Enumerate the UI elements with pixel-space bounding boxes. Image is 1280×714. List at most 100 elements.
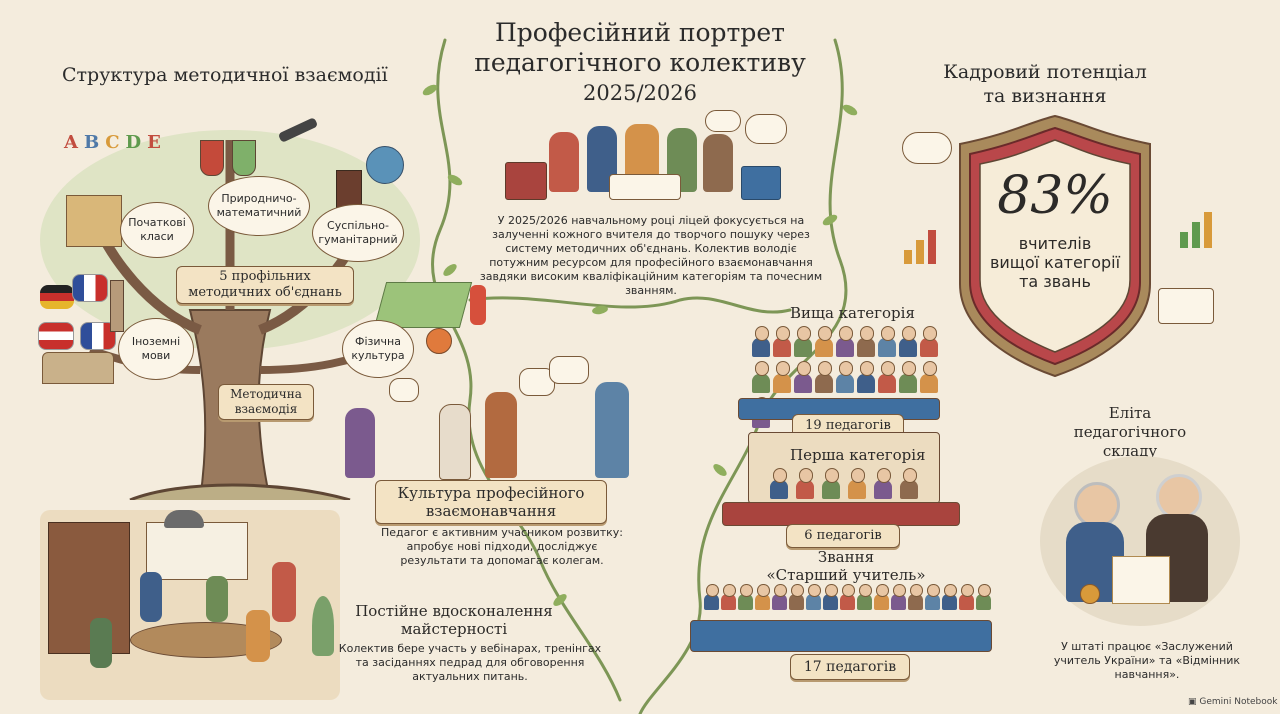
teacher-figure-icon	[857, 326, 875, 358]
female-teacher-avatar	[1074, 482, 1120, 528]
certificate-icon	[1112, 556, 1170, 604]
teacher-head	[901, 326, 917, 341]
teacher-head	[880, 326, 896, 341]
teacher-figure-icon-3	[272, 562, 296, 622]
book-stack-icon-2	[741, 166, 781, 200]
teacher-head	[808, 584, 821, 597]
teacher-figure-icon	[823, 584, 838, 611]
teacher-head	[791, 584, 804, 597]
teacher-figure-icon	[752, 361, 770, 393]
teacher-figure-icon	[755, 584, 770, 611]
teacher-figure-icon	[794, 326, 812, 358]
branch-label-line1: Суспільно-	[327, 219, 389, 232]
shield-label-line3: та звань	[1019, 272, 1091, 291]
teacher-head	[757, 584, 770, 597]
teacher-head	[754, 326, 770, 341]
teacher-body	[836, 373, 854, 393]
notebook-icon: ▣	[1188, 697, 1197, 707]
category-senior-count: 17 педагогів	[790, 654, 910, 680]
branch-label-line1: Початкові	[128, 216, 186, 229]
category-first-people	[770, 468, 918, 500]
teacher-figure-icon	[857, 584, 872, 611]
branch-label-line2: математичний	[216, 206, 302, 219]
teacher-body	[704, 594, 719, 610]
teacher-head	[740, 584, 753, 597]
branch-label-line1: Іноземні	[131, 335, 181, 348]
ball-icon	[426, 328, 452, 354]
category-highest-people	[752, 326, 948, 428]
branch-label-line2: культура	[351, 349, 405, 362]
teacher-figure-icon	[848, 468, 866, 500]
teacher-figure-icon	[140, 572, 162, 622]
teacher-body	[891, 594, 906, 610]
open-book-icon	[609, 174, 681, 200]
improvement-title-line2: майстерності	[400, 620, 508, 638]
teacher-figure-icon	[836, 361, 854, 393]
teacher-body	[857, 594, 872, 610]
category-first-title: Перша категорія	[790, 446, 926, 464]
teacher-head	[961, 584, 974, 597]
teacher-body	[773, 338, 791, 358]
branch-social-humanities: Суспільно-гуманітарний	[312, 204, 404, 262]
elite-paragraph: У штаті працює «Заслужений учитель Украї…	[1053, 640, 1241, 681]
teacher-body	[959, 594, 974, 610]
teacher-body	[815, 338, 833, 358]
teacher-figure-icon	[796, 468, 814, 500]
teacher-body	[857, 373, 875, 393]
teachers-group-illustration	[505, 110, 787, 202]
title-year: 2025/2026	[583, 81, 697, 105]
book-stack-icon	[505, 162, 547, 200]
shield-label-line2: вищої категорії	[989, 253, 1121, 272]
teacher-head	[825, 584, 838, 597]
teacher-figure-icon	[770, 468, 788, 500]
teacher-figure-icon	[891, 584, 906, 611]
teacher-figure-icon	[806, 584, 821, 611]
teacher-body	[920, 338, 938, 358]
title-line-2: педагогічного колективу	[474, 48, 806, 77]
teacher-head	[706, 584, 719, 597]
peer-learning-illustration	[335, 356, 655, 480]
teacher-body	[900, 480, 918, 500]
medal-icon	[1080, 584, 1100, 604]
runner-icon	[470, 285, 486, 325]
teacher-body	[878, 373, 896, 393]
watermark-text: Gemini Notebook	[1199, 697, 1278, 707]
teacher-figure-icon-2	[206, 576, 228, 622]
teacher-figure-icon	[738, 584, 753, 611]
elite-title-line2: педагогічного	[1073, 423, 1187, 441]
branch-natural-math: Природничо-математичний	[208, 176, 310, 236]
teacher-head	[774, 584, 787, 597]
trunk-banner-interaction: Методична взаємодія	[218, 384, 314, 420]
shield-label: вчителів вищої категорії та звань	[980, 234, 1130, 291]
teacher-figure-icon	[773, 361, 791, 393]
culture-banner-line1: Культура професійного	[397, 484, 585, 502]
elite-portrait-background	[1040, 456, 1240, 626]
elite-title-line3: складу	[1102, 442, 1158, 460]
teacher-body	[848, 480, 866, 500]
branch-label-line2: мови	[141, 349, 171, 362]
teacher-body	[836, 338, 854, 358]
teacher-body	[752, 338, 770, 358]
teacher-head	[796, 326, 812, 341]
letter-b: B	[83, 132, 100, 153]
teacher-head	[902, 468, 918, 483]
teacher-figure-icon	[704, 584, 719, 611]
teacher-body	[857, 338, 875, 358]
teacher-head	[838, 326, 854, 341]
speech-bubble-icon	[389, 378, 419, 402]
teacher-figure-icon	[908, 584, 923, 611]
teacher-body	[925, 594, 940, 610]
teacher-head	[859, 361, 875, 376]
bookshelf-icon	[48, 522, 130, 654]
teacher-head	[772, 468, 788, 483]
plant-icon	[312, 596, 334, 656]
teacher-body	[752, 373, 770, 393]
teacher-figure-icon	[721, 584, 736, 611]
potential-title-line1: Кадровий потенціал	[943, 61, 1147, 83]
branch-label-line1: Природничо-	[221, 192, 297, 205]
structure-section-title: Структура методичної взаємодії	[62, 64, 388, 86]
teacher-figure-icon	[773, 326, 791, 358]
teacher-body	[772, 594, 787, 610]
trunk-banner-line2: взаємодія	[234, 402, 298, 416]
teacher-head	[944, 584, 957, 597]
